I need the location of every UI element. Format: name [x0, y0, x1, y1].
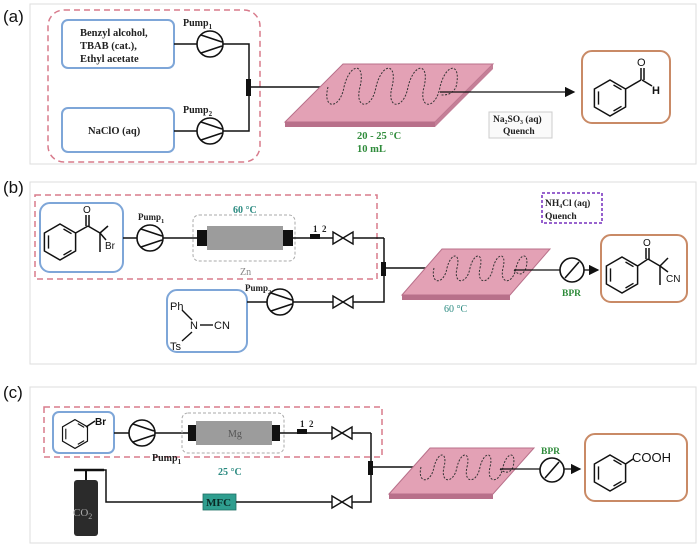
svg-text:Ph: Ph	[170, 301, 183, 313]
reagent-box-naclo	[61, 107, 175, 153]
panel-c-dashed-group	[43, 406, 383, 458]
svg-text:N: N	[190, 320, 198, 332]
pump-1-icon	[136, 224, 164, 252]
coil-reactor-c	[387, 447, 536, 499]
quench-box-b	[541, 192, 603, 224]
reactor-a-volume: 10 mL	[357, 144, 386, 155]
svg-text:H: H	[652, 85, 660, 97]
mixer-tee-icon	[246, 79, 251, 96]
pump-1-label: Pump1	[183, 18, 213, 31]
svg-text:O: O	[637, 57, 646, 69]
column-c-heater	[181, 412, 285, 454]
bromobenzene-structure: Br	[61, 417, 106, 449]
svg-text:O: O	[83, 205, 91, 216]
column-b-temp: 60 °C	[233, 205, 257, 216]
reagent-line-1: Benzyl alcohol,	[80, 28, 148, 39]
valve-tee-icon	[310, 234, 320, 239]
svg-text:CN: CN	[666, 274, 680, 285]
svg-text:Br: Br	[95, 417, 106, 428]
panel-a-dashed-group	[47, 9, 261, 163]
bpr-icon	[539, 457, 565, 483]
panel-a-label: (a)	[3, 7, 24, 26]
benzaldehyde-structure: O H	[593, 57, 660, 117]
pump-2-icon	[196, 117, 224, 145]
product-box-c	[584, 433, 688, 502]
product-box-a	[581, 50, 671, 124]
mg-column	[196, 421, 272, 445]
ketonitrile-structure: O CN	[605, 238, 680, 294]
coil-reactor-b	[400, 248, 552, 300]
quench-box-a	[488, 111, 553, 139]
column-c-metal: Mg	[228, 429, 242, 440]
panel-b-label: (b)	[3, 178, 24, 197]
svg-text:COOH: COOH	[632, 450, 671, 465]
product-box-b	[600, 234, 688, 303]
mfc-label: MFC	[206, 497, 231, 509]
mixer-tee-icon	[381, 262, 386, 276]
valve-tee-icon	[297, 429, 307, 434]
column-c-temp: 25 °C	[218, 467, 242, 478]
panel-b-frame	[29, 181, 697, 365]
pump-2-label: Pump2	[183, 105, 213, 118]
bpr-c-label: BPR	[541, 447, 560, 457]
pump-1-icon	[128, 419, 156, 447]
reactor-b-temp: 60 °C	[444, 304, 467, 315]
zn-column	[207, 226, 283, 250]
bromoketone-structure: O Br	[43, 205, 116, 261]
column-b-metal: Zn	[240, 267, 251, 278]
quench-a-label: Quench	[503, 127, 535, 137]
svg-text:O: O	[643, 238, 651, 249]
panel-c-label: (c)	[3, 383, 23, 402]
quench-a-reagent: Na₂SO₃ (aq)	[493, 114, 542, 125]
svg-text:2: 2	[309, 419, 314, 429]
coil-reactor-a	[283, 63, 495, 127]
panel-b: (b) O Br Pump1 60 °C Zn 1 2	[3, 178, 697, 365]
mixer-tee-icon	[368, 461, 373, 475]
quench-b-label: Quench	[545, 212, 577, 222]
svg-text:2: 2	[322, 224, 327, 234]
reagent-line-2: TBAB (cat.),	[80, 41, 137, 52]
panel-b-dashed-group	[34, 194, 378, 280]
quench-b-reagent: NH₄Cl (aq)	[545, 198, 590, 209]
reagent-naclo: NaClO (aq)	[88, 126, 141, 137]
bpr-b-label: BPR	[562, 289, 581, 299]
co2-cylinder: CO2	[73, 468, 104, 536]
panel-a: (a) Benzyl alcohol, TBAB (cat.), Ethyl a…	[3, 3, 697, 165]
bpr-icon	[559, 257, 585, 283]
svg-text:CN: CN	[214, 320, 230, 332]
benzoic-acid-structure: COOH	[593, 450, 671, 492]
svg-text:1: 1	[313, 224, 318, 234]
pump-b1-label: Pump1	[138, 212, 164, 225]
pump-b2-label: Pump2	[245, 283, 271, 296]
panel-c: (c) Br Pump1 Mg 25 °C 1 2 CO2	[3, 383, 697, 544]
ncts-structure: Ph N CN Ts	[170, 301, 230, 353]
svg-text:Ts: Ts	[170, 341, 182, 353]
reactor-a-temp: 20 - 25 °C	[357, 131, 401, 142]
svg-text:CO2: CO2	[73, 507, 92, 521]
reagent-line-3: Ethyl acetate	[80, 54, 139, 65]
pump-c1-label: Pump1	[152, 453, 182, 466]
svg-text:Br: Br	[105, 241, 116, 252]
reagent-box-bromoketone	[39, 202, 124, 273]
pump-1-icon	[196, 30, 224, 58]
svg-text:1: 1	[300, 419, 305, 429]
